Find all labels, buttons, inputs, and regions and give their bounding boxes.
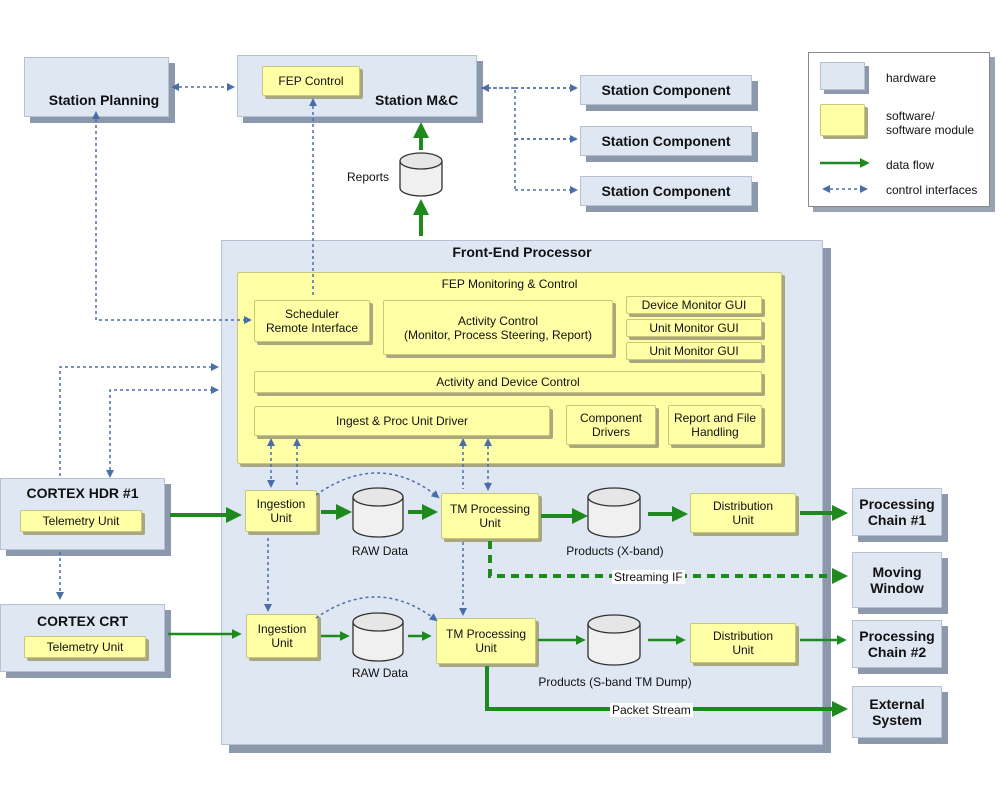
products-s-band-label: Products (S-band TM Dump)	[538, 675, 692, 689]
distribution-unit-2: Distribution Unit	[690, 623, 796, 663]
telemetry-unit-2: Telemetry Unit	[24, 636, 146, 658]
distribution-unit-1: Distribution Unit	[690, 493, 796, 533]
front-end-processor-title: Front-End Processor	[452, 244, 592, 260]
component-drivers: Component Drivers	[566, 405, 656, 445]
cortex-hdr-label: CORTEX HDR #1	[26, 485, 139, 501]
telemetry-unit-1: Telemetry Unit	[20, 510, 142, 532]
packet-stream-label: Packet Stream	[610, 703, 693, 717]
flow-packet-stream	[485, 666, 848, 717]
station-component-1: Station Component	[580, 75, 752, 105]
ingestion-unit-1: Ingestion Unit	[245, 490, 317, 532]
station-component-2: Station Component	[580, 126, 752, 156]
reports-label: Reports	[347, 170, 390, 184]
ctl-ingest-tm-arc-2	[315, 596, 438, 622]
streaming-if-label: Streaming IF	[612, 570, 685, 584]
legend-control-label: control interfaces	[886, 183, 978, 197]
scheduler-remote-interface: Scheduler Remote Interface	[254, 300, 370, 342]
station-component-3: Station Component	[580, 176, 752, 206]
ctl-planning-scheduler	[92, 111, 252, 324]
moving-window: Moving Window	[852, 552, 942, 608]
legend-data-flow-label: data flow	[886, 158, 935, 172]
external-system: External System	[852, 686, 942, 738]
device-monitor-gui: Device Monitor GUI	[626, 296, 762, 314]
products-x-band-label: Products (X-band)	[566, 544, 664, 558]
products-x-band-database-icon	[587, 487, 641, 538]
ingest-proc-unit-driver: Ingest & Proc Unit Driver	[254, 406, 550, 436]
ctl-hdr-fep-1	[59, 363, 219, 476]
ctl-ingest-tm-arc-1	[315, 472, 440, 499]
flow-streaming	[488, 541, 848, 584]
unit-monitor-gui-2: Unit Monitor GUI	[626, 342, 762, 360]
legend-software-swatch	[820, 104, 865, 136]
raw-data-1-database-icon	[352, 487, 404, 538]
tm-processing-unit-2: TM Processing Unit	[436, 618, 536, 664]
legend-software-label: software/ software module	[886, 109, 975, 137]
reports-database-icon	[399, 152, 443, 197]
processing-chain-2: Processing Chain #2	[852, 620, 942, 668]
fep-monitoring-control-title: FEP Monitoring & Control	[441, 277, 578, 291]
activity-control-box: Activity Control (Monitor, Process Steer…	[383, 300, 613, 355]
ingestion-unit-2: Ingestion Unit	[246, 614, 318, 658]
cortex-crt-label: CORTEX CRT	[37, 613, 128, 629]
ctl-hdr-fep-2	[106, 386, 219, 478]
legend-hardware-swatch	[820, 62, 865, 90]
legend-hardware-label: hardware	[886, 71, 937, 85]
products-s-band-database-icon	[587, 614, 641, 666]
station-mc-label: Station M&C	[375, 92, 459, 108]
raw-data-label-2: RAW Data	[351, 666, 409, 680]
raw-data-label-1: RAW Data	[351, 544, 409, 558]
raw-data-2-database-icon	[352, 612, 404, 662]
report-file-handling: Report and File Handling	[668, 405, 762, 445]
unit-monitor-gui-1: Unit Monitor GUI	[626, 319, 762, 337]
processing-chain-1: Processing Chain #1	[852, 488, 942, 536]
tm-processing-unit-1: TM Processing Unit	[441, 493, 539, 539]
fep-control-box: FEP Control	[262, 66, 360, 96]
station-planning-label: Station Planning	[48, 92, 160, 108]
activity-device-control-bar: Activity and Device Control	[254, 371, 762, 393]
